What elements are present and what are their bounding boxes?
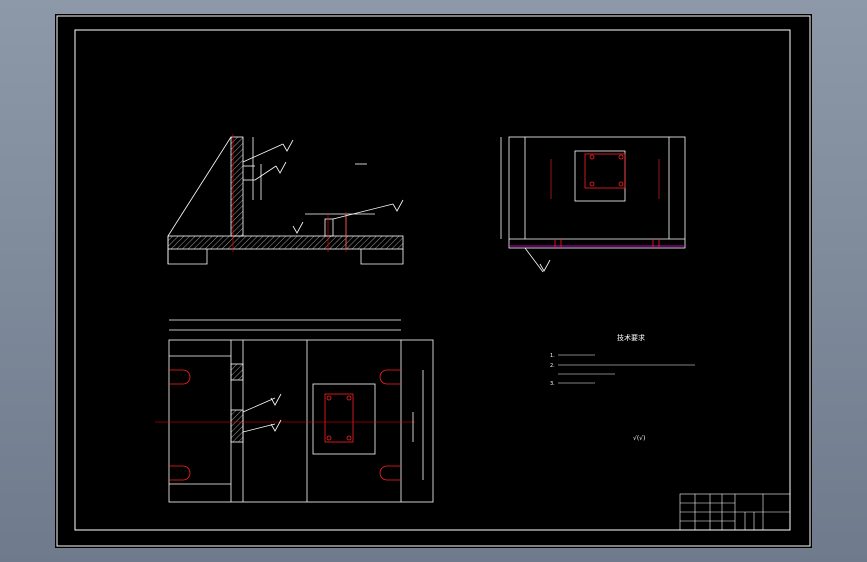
tech-req-item-1: 1. bbox=[550, 353, 555, 359]
roughness-symbol bbox=[282, 139, 294, 152]
center-pad bbox=[574, 150, 626, 202]
gusset-edge bbox=[167, 136, 232, 237]
technical-requirements: 技术要求 1. 2. 3. √(√) bbox=[550, 333, 695, 442]
tech-req-item-2: 2. bbox=[550, 363, 555, 369]
inner-border bbox=[74, 29, 791, 531]
plan-view bbox=[155, 319, 434, 503]
vertical-wall bbox=[230, 136, 244, 237]
side-view-outline bbox=[508, 136, 686, 249]
tech-req-title: 技术要求 bbox=[617, 333, 645, 342]
cad-viewport[interactable]: 技术要求 1. 2. 3. √(√) bbox=[55, 14, 812, 548]
drawing-sheet: 技术要求 1. 2. 3. √(√) bbox=[56, 15, 811, 547]
plan-outline bbox=[168, 339, 434, 503]
base-plate bbox=[167, 235, 404, 250]
plan-center-pad bbox=[312, 383, 376, 455]
side-view bbox=[500, 136, 686, 273]
tech-req-item-3: 3. bbox=[550, 381, 555, 387]
title-block bbox=[679, 493, 791, 531]
front-section-view bbox=[167, 134, 404, 265]
outer-border bbox=[56, 15, 811, 547]
roughness-note: √(√) bbox=[633, 435, 645, 442]
